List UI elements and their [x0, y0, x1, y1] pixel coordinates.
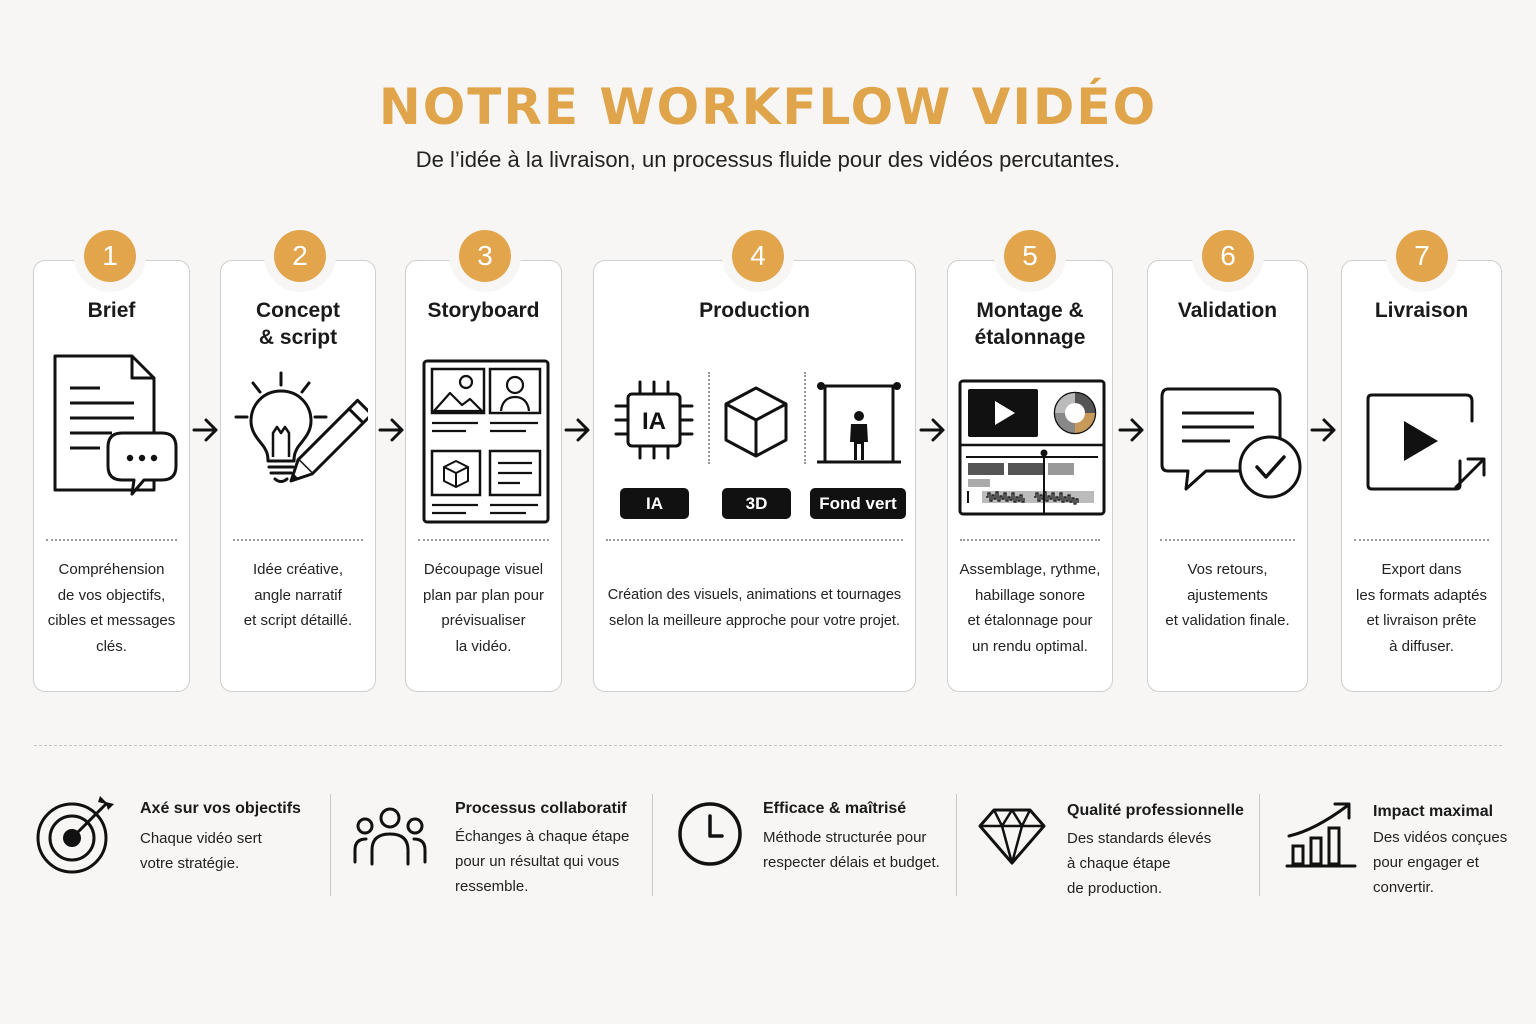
clock-icon: [678, 802, 742, 866]
feature-description: Méthode structurée pour respecter délais…: [763, 829, 940, 871]
cube-3d-icon: [724, 386, 788, 458]
tag-fond-vert: Fond vert: [810, 488, 906, 519]
feature-title: Processus collaboratif: [455, 800, 627, 817]
step-description: Création des visuels, animations et tour…: [607, 587, 902, 629]
team-icon: [353, 807, 427, 866]
target-icon: [36, 796, 114, 874]
lightbulb-pencil-icon: [234, 371, 368, 483]
step-card-concept: Concept & script Idée créative, angle na…: [220, 260, 376, 692]
step-description: Compréhension de vos objectifs, cibles e…: [47, 561, 176, 655]
step-number-badge: 6: [1202, 230, 1254, 282]
page-title: NOTRE WORKFLOW VIDÉO: [378, 78, 1158, 136]
arrow-right-icon: [192, 418, 218, 442]
diamond-icon: [978, 808, 1046, 865]
divider: [956, 794, 957, 896]
video-editor-icon: [958, 379, 1106, 516]
divider: [606, 539, 903, 541]
step-card-validation: Validation Vos retours, ajustements et v…: [1147, 260, 1308, 692]
tag-ia: IA: [620, 488, 689, 519]
ai-chip-icon: IA: [614, 380, 694, 460]
step-card-livraison: Livraison Export dans les formats adapté…: [1341, 260, 1502, 692]
step-title: Production: [699, 299, 810, 322]
feature-title: Efficace & maîtrisé: [763, 800, 907, 817]
section-divider: [34, 745, 1502, 746]
step-number-badge: 2: [274, 230, 326, 282]
divider: [960, 539, 1100, 541]
step-number-badge: 7: [1396, 230, 1448, 282]
step-description: Vos retours, ajustements et validation f…: [1165, 561, 1290, 629]
divider: [1354, 539, 1489, 541]
step-number-badge: 3: [459, 230, 511, 282]
tag-3d: 3D: [722, 488, 791, 519]
step-title: Brief: [87, 299, 136, 322]
growth-chart-icon: [1285, 802, 1357, 868]
arrow-right-icon: [1118, 418, 1144, 442]
feature-description: Échanges à chaque étape pour un résultat…: [455, 828, 630, 895]
document-chat-icon: [53, 354, 178, 496]
step-title: Storyboard: [427, 299, 540, 322]
step-card-production: Production Création des visuels, animati…: [593, 260, 916, 692]
feature-description: Chaque vidéo sert votre stratégie.: [140, 830, 262, 872]
step-description: Idée créative, angle narratif et script …: [243, 561, 353, 629]
divider: [1259, 794, 1260, 896]
divider: [46, 539, 177, 541]
green-screen-icon: [817, 382, 901, 464]
divider: [708, 372, 710, 464]
step-number-badge: 4: [732, 230, 784, 282]
step-number-badge: 1: [84, 230, 136, 282]
arrow-right-icon: [378, 418, 404, 442]
divider: [652, 794, 653, 896]
ai-chip-label: IA: [642, 408, 666, 435]
feature-title: Axé sur vos objectifs: [140, 800, 301, 817]
divider: [1160, 539, 1295, 541]
step-title: Montage & étalonnage: [974, 299, 1086, 349]
arrow-right-icon: [919, 418, 945, 442]
step-description: Assemblage, rythme, habillage sonore et …: [959, 561, 1101, 655]
divider: [804, 372, 806, 464]
step-description: Découpage visuel plan par plan pour prév…: [423, 561, 544, 655]
step-number-badge: 5: [1004, 230, 1056, 282]
storyboard-icon: [422, 359, 550, 524]
arrow-right-icon: [564, 418, 590, 442]
step-card-storyboard: Storyboard Découpage visuel plan par pla…: [405, 260, 562, 692]
step-card-montage: Montage & étalonnage Assemblage, rythme,…: [947, 260, 1113, 692]
page-subtitle: De l’idée à la livraison, un processus f…: [415, 147, 1121, 172]
step-description: Export dans les formats adaptés et livra…: [1356, 561, 1487, 655]
feature-title: Qualité professionnelle: [1067, 802, 1244, 819]
arrow-right-icon: [1310, 418, 1336, 442]
feature-description: Des standards élevés à chaque étape de p…: [1067, 830, 1212, 897]
step-title: Concept & script: [256, 299, 340, 349]
divider: [418, 539, 549, 541]
play-export-icon: [1366, 393, 1486, 491]
chat-check-icon: [1160, 387, 1302, 499]
step-card-brief: Brief Compréhension de vos objectifs, ci…: [33, 260, 190, 692]
feature-description: Des vidéos conçues pour engager et conve…: [1373, 829, 1508, 896]
divider: [330, 794, 331, 896]
feature-title: Impact maximal: [1373, 803, 1494, 820]
step-title: Livraison: [1374, 299, 1469, 322]
step-title: Validation: [1177, 299, 1278, 322]
divider: [233, 539, 363, 541]
